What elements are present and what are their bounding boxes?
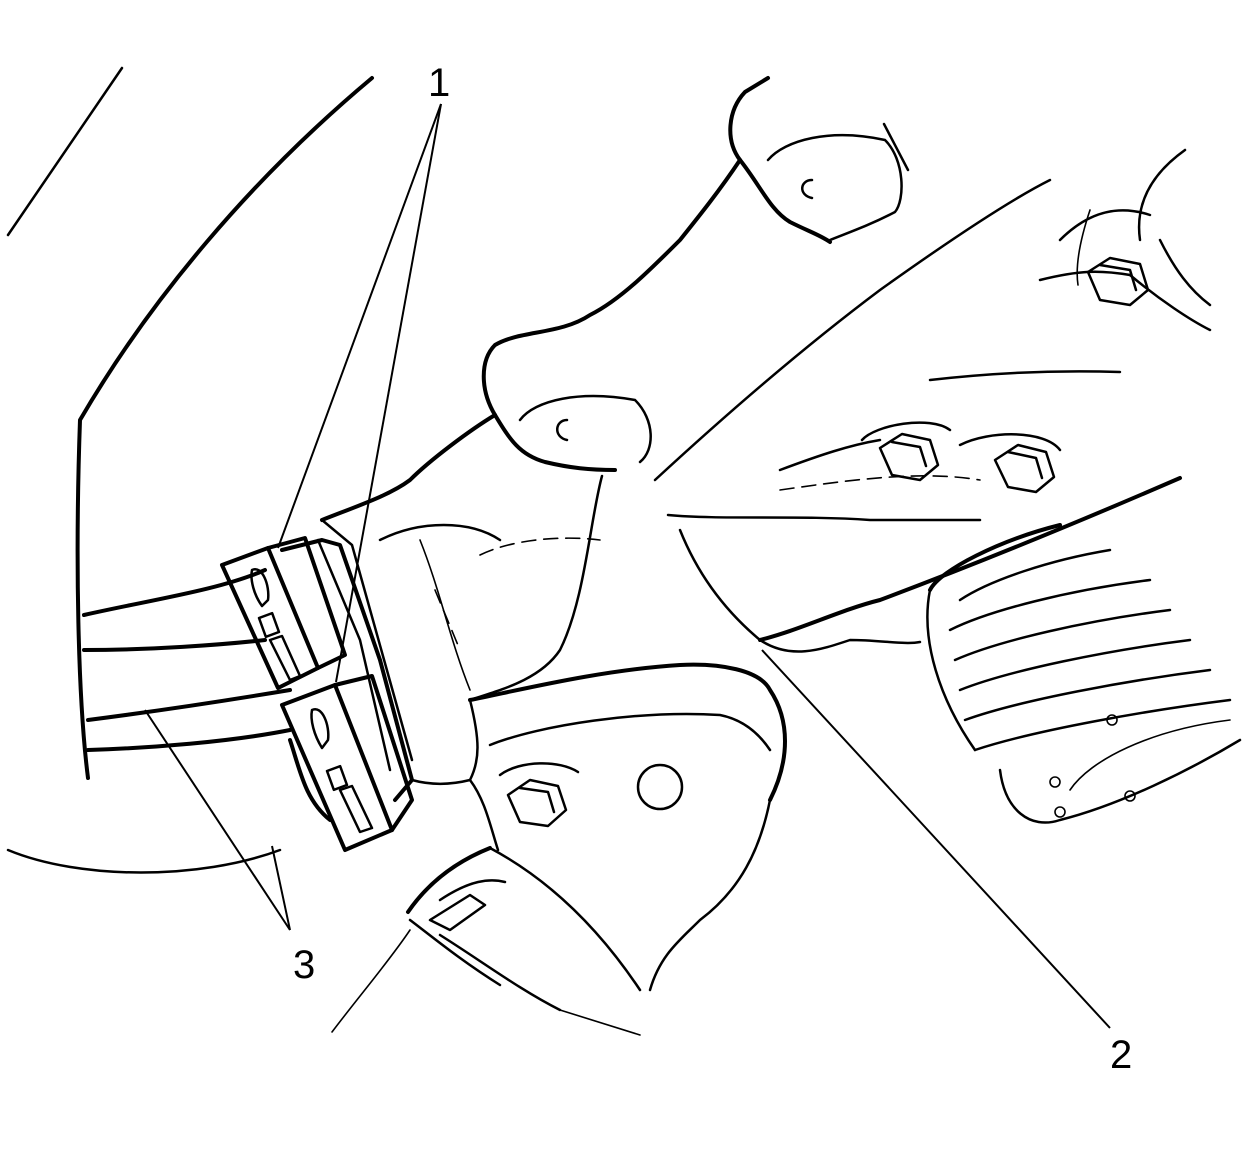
bolt-upper-right: [1086, 256, 1150, 307]
callout-2: 2: [1110, 1033, 1132, 1077]
crankshaft-pulley: [926, 523, 1242, 824]
throttle-body: [320, 76, 910, 992]
hose-clamp-upper[interactable]: [220, 536, 347, 690]
bolt-middle-left: [860, 421, 952, 482]
hose: [82, 518, 414, 822]
bolt-lower: [498, 762, 580, 828]
callout-3: 3: [293, 943, 315, 987]
leader-lines: [144, 103, 1111, 1029]
bolt-middle-right: [958, 433, 1062, 494]
callout-1: 1: [428, 61, 450, 105]
engine-bracket: [653, 148, 1212, 653]
outlet-tube: [331, 846, 642, 1036]
hose-clamp-lower[interactable]: [280, 674, 414, 852]
air-duct: [6, 66, 374, 874]
